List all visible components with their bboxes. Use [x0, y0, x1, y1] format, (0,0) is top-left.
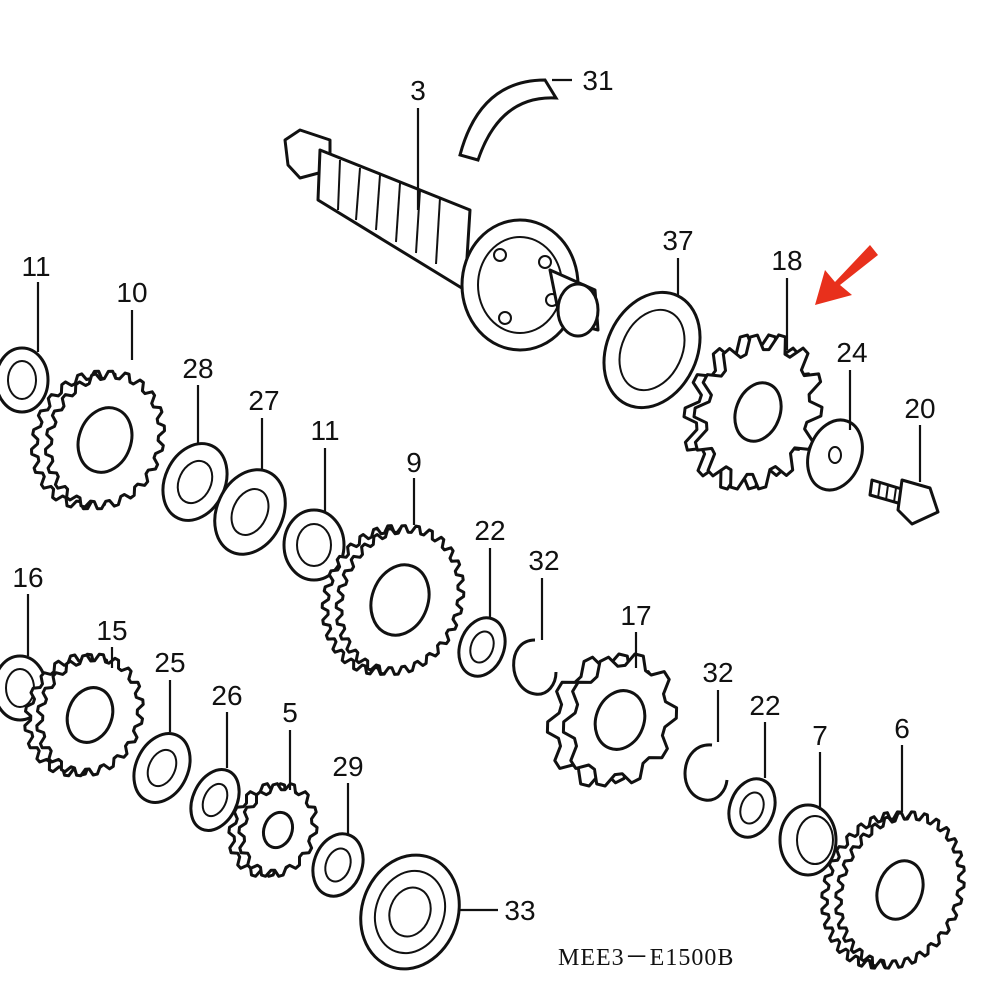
part-25-spline-washer: [132, 732, 192, 804]
part-24-washer: [806, 418, 864, 492]
callout-6: 6: [894, 713, 910, 744]
part-18-drive-sprocket: [682, 333, 824, 491]
callout-7: 7: [812, 720, 828, 751]
callout-29: 29: [332, 751, 363, 782]
part-31-snap-ring: [458, 78, 559, 162]
callout-37: 37: [662, 225, 693, 256]
part-29-thrust-washer: [311, 832, 365, 898]
part-33-ball-bearing: [359, 853, 461, 971]
indicator-arrow: [815, 245, 878, 305]
part-37-oil-seal: [602, 290, 702, 410]
callout-32-lower: 32: [702, 657, 733, 688]
callout-11-left: 11: [21, 251, 50, 282]
callout-labels: 3 31 37 18 24 20 11 10 28 27 11 9 22 32 …: [12, 65, 935, 926]
part-11-needle-bearing: [282, 508, 346, 582]
part-15-gear: [23, 652, 145, 778]
part-11-needle-bearing-left: [0, 346, 50, 414]
part-3-main-shaft: [283, 128, 600, 352]
part-22-spline-washer-upper: [457, 616, 507, 678]
callout-31: 31: [582, 65, 613, 96]
callout-32-upper: 32: [528, 545, 559, 576]
callout-15: 15: [96, 615, 127, 646]
callout-17: 17: [620, 600, 651, 631]
callout-18: 18: [771, 245, 802, 276]
drawing-code-caption: MEE3－E1500B: [558, 945, 734, 971]
part-5-gear: [227, 782, 319, 878]
callout-20: 20: [904, 393, 935, 424]
callout-25: 25: [154, 647, 185, 678]
callout-33: 33: [504, 895, 535, 926]
callout-16: 16: [12, 562, 43, 593]
part-6-gear: [820, 810, 966, 970]
callout-22-upper: 22: [474, 515, 505, 546]
part-7-bushing: [778, 803, 838, 877]
callout-28: 28: [182, 353, 213, 384]
callout-24: 24: [836, 337, 867, 368]
part-20-bolt: [868, 478, 940, 526]
part-32-circlip-upper: [512, 638, 558, 696]
callout-22-lower: 22: [749, 690, 780, 721]
leader-lines: [26, 78, 922, 912]
callout-26: 26: [211, 680, 242, 711]
part-22-spline-washer-lower: [727, 777, 777, 839]
callout-3: 3: [410, 75, 426, 106]
part-9-gear: [320, 524, 466, 676]
part-17-shifter-gear: [545, 652, 679, 788]
part-27-lock-washer: [213, 468, 287, 556]
part-32-circlip-lower: [683, 743, 729, 802]
part-10-gear: [30, 369, 166, 511]
callout-5: 5: [282, 697, 298, 728]
callout-11: 11: [310, 415, 339, 446]
callout-10: 10: [116, 277, 147, 308]
callout-9: 9: [406, 447, 422, 478]
callout-27: 27: [248, 385, 279, 416]
